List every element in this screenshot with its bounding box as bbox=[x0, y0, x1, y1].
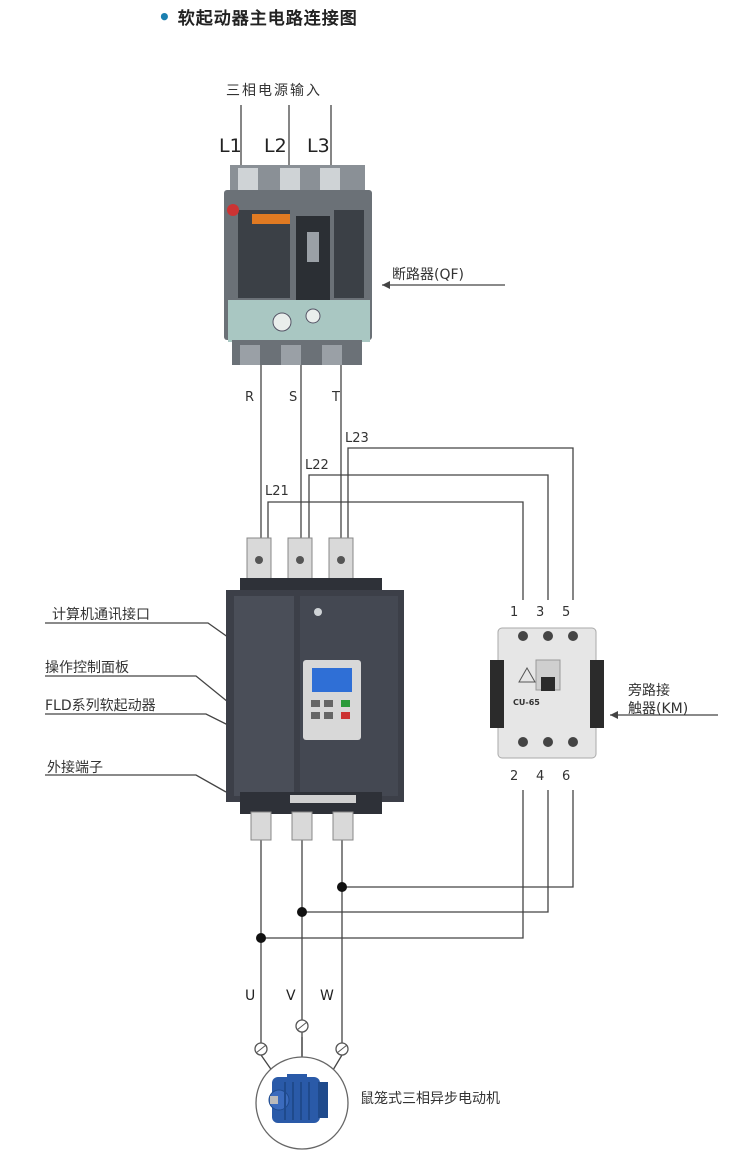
phase-label-l2: L2 bbox=[264, 135, 287, 157]
bypass-line-l23: L23 bbox=[345, 431, 369, 446]
output-label-u: U bbox=[245, 988, 256, 1004]
bypass-line-l21: L21 bbox=[265, 484, 289, 499]
contactor-model: CU-65 bbox=[513, 698, 540, 707]
contactor-arrowhead bbox=[610, 711, 618, 719]
junction-w bbox=[337, 882, 347, 892]
title-text: 软起动器主电路连接图 bbox=[177, 9, 358, 29]
callout-line-2 bbox=[45, 675, 229, 703]
output-label-w: W bbox=[320, 988, 334, 1004]
contactor-terminal-6: 6 bbox=[562, 769, 571, 784]
circuit-breaker-icon bbox=[224, 165, 372, 365]
callout-control-panel: 操作控制面板 bbox=[45, 660, 129, 676]
breaker-label: 断路器(QF) bbox=[392, 267, 464, 283]
motor-icon bbox=[255, 1056, 349, 1150]
contactor-terminal-4: 4 bbox=[536, 769, 545, 784]
power-input-label: 三相电源输入 bbox=[226, 83, 322, 99]
breaker-arrowhead bbox=[382, 281, 390, 289]
callout-line-1 bbox=[45, 622, 233, 641]
callout-terminals: 外接端子 bbox=[47, 760, 103, 776]
wire-l21 bbox=[267, 501, 524, 600]
contactor-label-1: 旁路接 bbox=[628, 683, 670, 699]
line-label-s: S bbox=[289, 390, 298, 405]
motor-label: 鼠笼式三相异步电动机 bbox=[360, 1091, 500, 1107]
page-title: •软起动器主电路连接图 bbox=[158, 4, 358, 29]
wire-l22 bbox=[308, 474, 549, 600]
contactor-terminal-1: 1 bbox=[510, 605, 519, 620]
junction-v bbox=[297, 907, 307, 917]
line-label-r: R bbox=[245, 390, 255, 405]
callout-comm-port: 计算机通讯接口 bbox=[52, 607, 150, 623]
wire-km-4 bbox=[302, 790, 549, 913]
soft-starter-icon bbox=[226, 537, 404, 841]
callout-line-4 bbox=[45, 774, 227, 793]
callout-soft-starter: FLD系列软起动器 bbox=[45, 698, 156, 714]
contactor-label-2: 触器(KM) bbox=[628, 701, 689, 717]
contactor-terminal-3: 3 bbox=[536, 605, 545, 620]
phase-label-l3: L3 bbox=[307, 135, 330, 157]
bypass-line-l22: L22 bbox=[305, 458, 329, 473]
wire-l23 bbox=[347, 447, 574, 600]
output-label-v: V bbox=[286, 988, 296, 1004]
wire-km-6 bbox=[342, 790, 574, 888]
phase-label-l1: L1 bbox=[219, 135, 242, 157]
callout-line-3 bbox=[45, 713, 229, 726]
contactor-terminal-2: 2 bbox=[510, 769, 519, 784]
line-label-t: T bbox=[332, 390, 340, 405]
wire-km-2 bbox=[261, 790, 524, 939]
bullet-icon: • bbox=[158, 5, 172, 29]
junction-u bbox=[256, 933, 266, 943]
bypass-contactor-icon bbox=[490, 627, 604, 759]
contactor-terminal-5: 5 bbox=[562, 605, 571, 620]
